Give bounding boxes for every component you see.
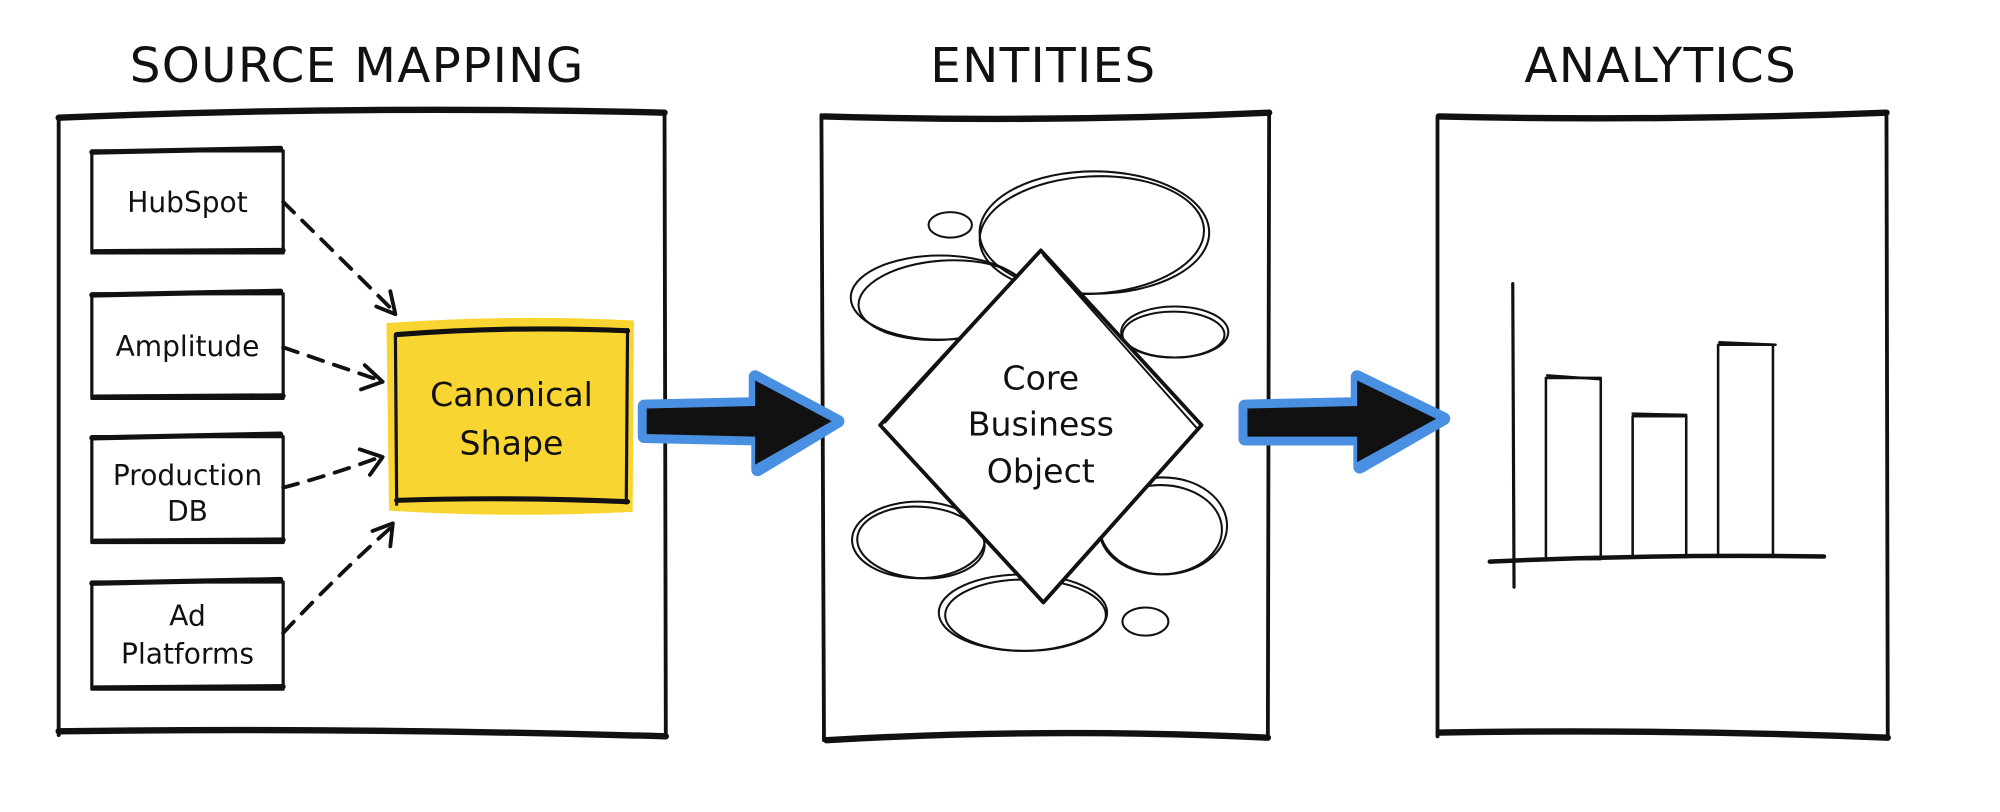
section-title-source-mapping: SOURCE MAPPING [130,38,585,94]
source-mapping-panel [55,106,670,740]
svg-text:Core: Core [1002,358,1079,397]
bar-chart-sketch [1487,281,1827,589]
flow-arrow-2 [1238,370,1451,474]
svg-text:Shape: Shape [460,423,564,462]
bar [1716,340,1777,558]
bar [1544,374,1603,561]
y-axis [1511,281,1516,589]
dashed-arrows [281,200,398,635]
svg-text:Object: Object [987,452,1095,491]
bar [1631,412,1688,558]
svg-text:Business: Business [968,404,1114,443]
source-box-ad-platforms: Ad Platforms [89,576,286,691]
flow-arrow-1 [637,370,845,477]
highlight [386,317,634,515]
svg-text:DB: DB [167,495,208,528]
source-box-amplitude: Amplitude [89,288,286,400]
svg-text:Platforms: Platforms [121,638,254,671]
svg-text:Production: Production [113,459,262,492]
source-box-hubspot: HubSpot [89,145,286,255]
core-business-object-diamond: Core Business Object [878,248,1204,605]
source-box-production-db: Production DB [89,431,286,545]
section-title-entities: ENTITIES [930,38,1156,94]
section-title-analytics: ANALYTICS [1524,38,1797,94]
canonical-shape-box: Canonical Shape [386,317,634,515]
svg-text:HubSpot: HubSpot [127,186,247,219]
analytics-panel [1435,109,1891,741]
svg-text:Canonical: Canonical [430,375,593,414]
svg-text:Ad: Ad [169,599,206,632]
svg-text:Amplitude: Amplitude [116,330,260,363]
